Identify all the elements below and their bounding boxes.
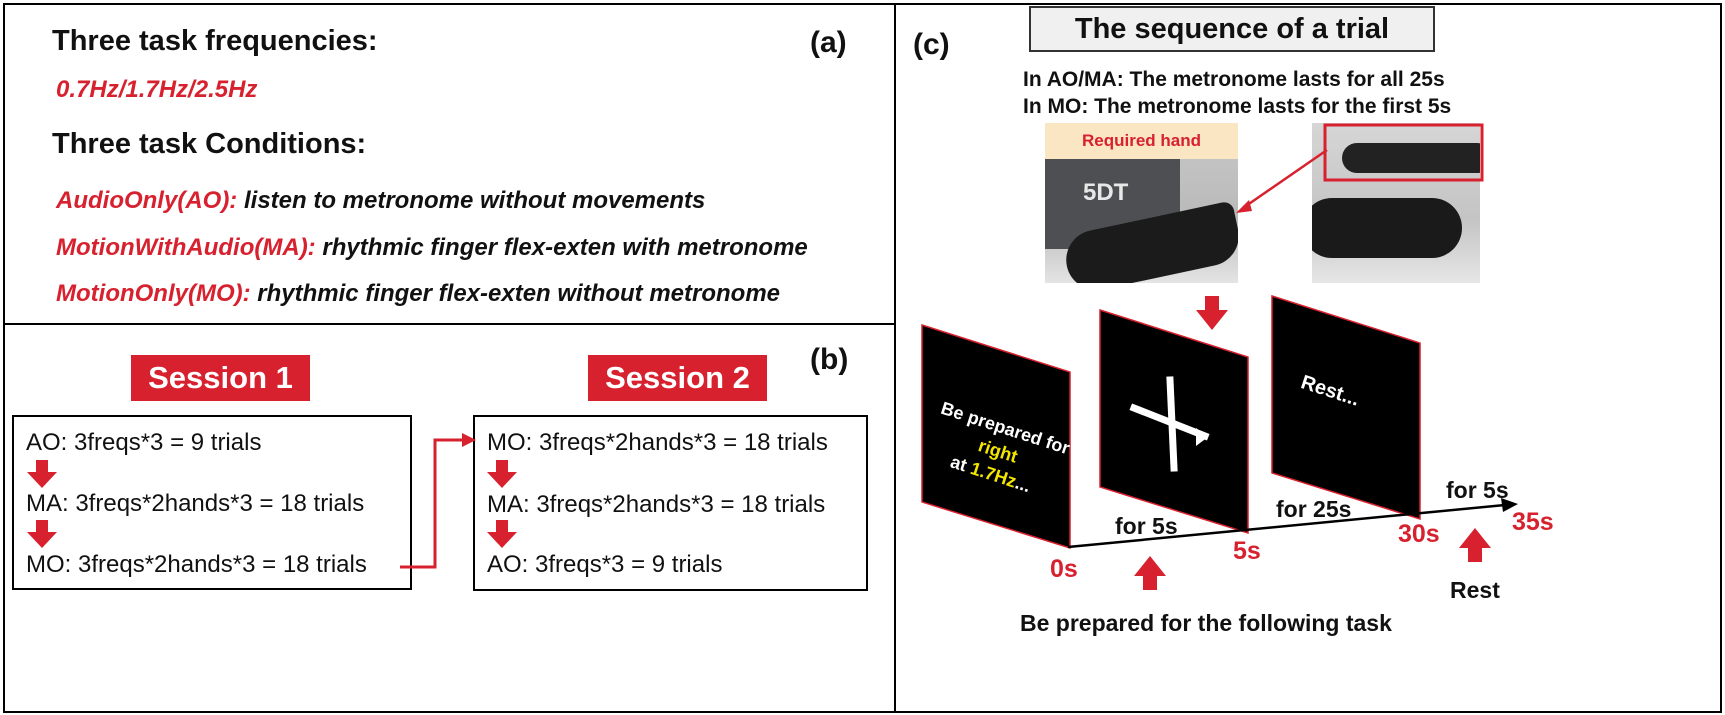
up-arrow-icon [1134, 556, 1166, 590]
panel-c-label: (c) [913, 28, 950, 61]
session-1-badge: Session 1 [131, 355, 310, 401]
pointer-line [1242, 148, 1328, 210]
rest-caption: Rest [1450, 577, 1500, 603]
freq-values: 0.7Hz/1.7Hz/2.5Hz [56, 76, 258, 103]
gloved-hand-top [1342, 143, 1480, 173]
session-2-badge: Session 2 [588, 355, 767, 401]
time-35s: 35s [1512, 508, 1554, 536]
panel-a-label: (a) [810, 26, 847, 59]
down-arrow-icon [1196, 296, 1228, 330]
condition-ma: MotionWithAudio(MA): rhythmic finger fle… [56, 234, 808, 262]
session-2-row-2: MA: 3freqs*2hands*3 = 18 trials [487, 491, 826, 518]
time-5s: 5s [1233, 537, 1261, 565]
session-2-box: MO: 3freqs*2hands*3 = 18 trials MA: 3fre… [473, 415, 868, 591]
fixation-cross-icon [1129, 376, 1210, 472]
gloved-hand-bottom [1312, 198, 1462, 258]
session-1-row-1: AO: 3freqs*3 = 9 trials [26, 429, 262, 456]
duration-1: for 5s [1115, 513, 1178, 539]
down-arrow-icon [487, 460, 517, 488]
metronome-note-2: In MO: The metronome lasts for the first… [1023, 95, 1452, 118]
condition-desc: rhythmic finger flex-exten with metronom… [322, 234, 808, 261]
device-label: 5DT [1083, 179, 1129, 206]
required-hand-caption: Required hand [1045, 123, 1238, 159]
condition-desc: rhythmic finger flex-exten without metro… [257, 280, 781, 307]
time-30s: 30s [1398, 520, 1440, 548]
panel-b-arrows [27, 433, 517, 569]
hand-photo-left: 5DT Required hand [1045, 123, 1238, 283]
timeline-arrowhead [1501, 498, 1518, 512]
panel-c-frame [894, 3, 1722, 713]
cond-heading: Three task Conditions: [52, 128, 367, 160]
timeline-axis [1067, 503, 1506, 549]
cross-arrowhead [1196, 428, 1208, 446]
metronome-note-1: In AO/MA: The metronome lasts for all 25… [1023, 68, 1445, 91]
screen-rest [1271, 294, 1421, 521]
time-0s: 0s [1050, 555, 1078, 583]
duration-2: for 25s [1276, 496, 1352, 522]
session-connector-arrow [400, 433, 476, 569]
trial-sequence-title: The sequence of a trial [1029, 6, 1435, 52]
down-arrow-icon [27, 460, 57, 488]
condition-name: MotionWithAudio(MA): [56, 234, 316, 261]
condition-desc: listen to metronome without movements [243, 187, 706, 214]
prep-caption: Be prepared for the following task [1020, 610, 1392, 636]
condition-name: AudioOnly(AO): [56, 187, 238, 214]
panel-b-label: (b) [810, 343, 849, 376]
session-1-row-2: MA: 3freqs*2hands*3 = 18 trials [26, 490, 365, 517]
duration-3: for 5s [1446, 477, 1509, 503]
condition-name: MotionOnly(MO): [56, 280, 251, 307]
down-arrow-icon [27, 520, 57, 548]
session-2-row-1: MO: 3freqs*2hands*3 = 18 trials [487, 429, 828, 456]
session-1-box: AO: 3freqs*3 = 9 trials MA: 3freqs*2hand… [12, 415, 412, 590]
freq-heading: Three task frequencies: [52, 25, 378, 57]
session-2-row-3: AO: 3freqs*3 = 9 trials [487, 551, 723, 578]
highlight-box [1323, 123, 1484, 182]
hand-photo-right [1312, 123, 1480, 283]
condition-mo: MotionOnly(MO): rhythmic finger flex-ext… [56, 280, 780, 308]
session-1-row-3: MO: 3freqs*2hands*3 = 18 trials [26, 551, 367, 578]
up-arrow-icon [1459, 528, 1491, 562]
pointer-arrowhead [1236, 200, 1252, 213]
down-arrow-icon [487, 520, 517, 548]
condition-ao: AudioOnly(AO): listen to metronome witho… [56, 187, 705, 215]
